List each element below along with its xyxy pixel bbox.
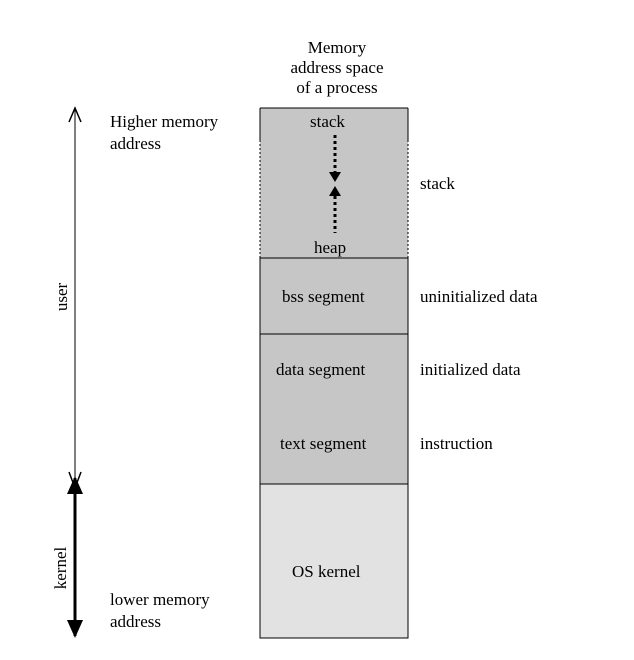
heap-label: heap (314, 238, 347, 257)
kernel-arrow-bottom-head (67, 620, 83, 638)
higher-memory-address-line-2: address (110, 134, 161, 153)
stack-right-label: stack (420, 174, 455, 193)
instruction-label: instruction (420, 434, 493, 453)
user-arrow-top-head (68, 106, 82, 123)
data-segment-label: data segment (276, 360, 366, 379)
title-line-1: Memory (307, 38, 367, 57)
title-line-2: address space (290, 58, 384, 77)
user-side-label: user (52, 282, 71, 312)
data-text-segment-box (259, 333, 409, 485)
kernel-side-label: kernel (51, 546, 70, 590)
initialized-data-label: initialized data (420, 360, 521, 379)
stack-top-label: stack (310, 112, 345, 131)
higher-memory-address-line-1: Higher memory (110, 112, 219, 131)
stack-growth-arrowhead (329, 172, 341, 182)
diagram-title: Memory address space of a process (250, 38, 424, 98)
text-segment-label: text segment (280, 434, 367, 453)
uninitialized-data-label: uninitialized data (420, 287, 538, 306)
heap-growth-arrowhead (329, 186, 341, 196)
lower-memory-address-line-1: lower memory (110, 590, 210, 609)
bss-segment-label: bss segment (282, 287, 365, 306)
os-kernel-label: OS kernel (292, 562, 361, 581)
kernel-arrow-top-head (67, 476, 83, 494)
os-kernel-box (259, 483, 409, 639)
bss-segment-box (259, 257, 409, 335)
lower-memory-address-line-2: address (110, 612, 161, 631)
title-line-3: of a process (296, 78, 378, 97)
